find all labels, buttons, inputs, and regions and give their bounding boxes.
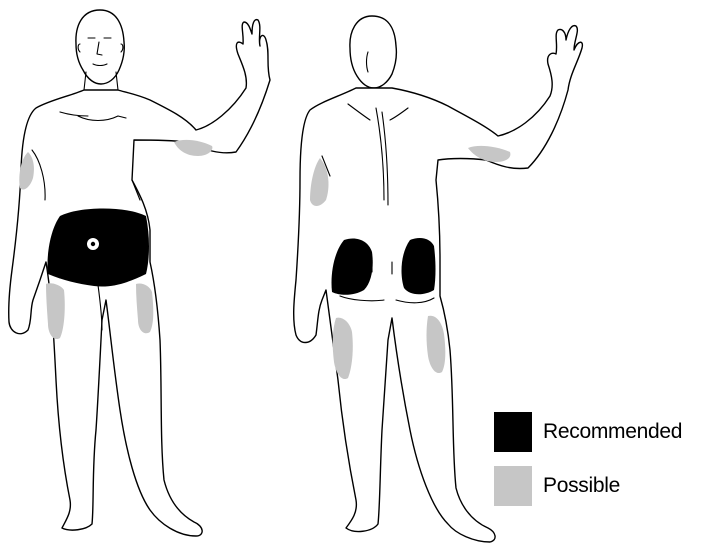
legend-item-possible: Possible [494,466,710,506]
front-torso [9,20,270,536]
front-navel-center [91,242,95,246]
front-abdomen-recommended-zone [48,209,150,287]
recommended-swatch [494,412,532,452]
back-thigh-left-possible-zone [333,318,353,379]
front-body-figure [9,10,270,536]
front-head [76,10,124,84]
possible-label: Possible [543,474,620,498]
legend: Recommended Possible [494,412,710,520]
front-thigh-left-possible-zone [46,283,65,339]
possible-swatch [494,466,532,506]
back-head [350,16,396,88]
back-buttock-right-recommended-zone [402,238,436,294]
legend-item-recommended: Recommended [494,412,710,452]
recommended-label: Recommended [543,420,682,444]
